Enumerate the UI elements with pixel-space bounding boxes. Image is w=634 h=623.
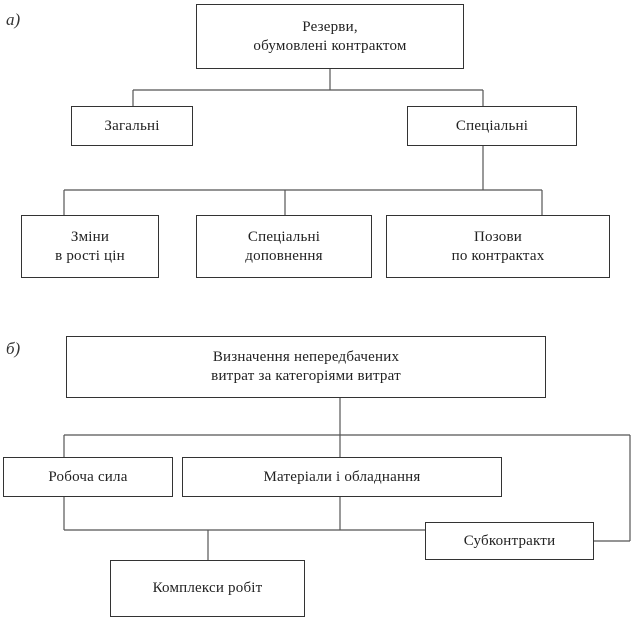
box-contingency-line2: витрат за категоріями витрат <box>211 368 401 384</box>
diagram-b-tag: б) <box>6 339 21 358</box>
box-subcontracts: Субконтракти <box>425 522 594 560</box>
box-price-changes-line1: Зміни <box>70 228 110 245</box>
box-contract-claims: Позови по контрактах <box>386 215 610 278</box>
box-price-changes-line2: в рості цін <box>55 247 125 264</box>
box-contract-claims-line2: по контрактах <box>451 247 545 264</box>
box-contract-reserves-line1: Резерви, <box>302 18 358 35</box>
box-subcontracts-label: Субконтракти <box>463 532 556 549</box>
box-materials-equipment-label: Матеріали і обладнання <box>263 468 421 485</box>
box-contract-reserves: Резерви, обумовлені контрактом <box>196 4 464 69</box>
box-special-additions-line1: Спеціальні <box>247 228 321 245</box>
box-special-additions: Спеціальні доповнення <box>196 215 372 278</box>
box-work-packages: Комплекси робіт <box>110 560 305 617</box>
box-price-changes: Зміни в рості цін <box>21 215 159 278</box>
box-contingency-by-category: Визначення непередбачених витрат за кате… <box>66 336 546 398</box>
box-materials-equipment: Матеріали і обладнання <box>182 457 502 497</box>
box-special-additions-line2: доповнення <box>245 247 323 264</box>
box-contract-claims-line1: Позови <box>474 228 522 245</box>
box-contract-reserves-line2: обумовлені контрактом <box>253 37 407 54</box>
diagram-a-tag: а) <box>6 10 21 29</box>
box-general-label: Загальні <box>104 117 160 134</box>
box-general: Загальні <box>71 106 193 146</box>
box-special-label: Спеціальні <box>455 117 529 134</box>
box-contingency-line1: Визначення непередбачених <box>212 349 400 365</box>
box-labor: Робоча сила <box>3 457 173 497</box>
box-special: Спеціальні <box>407 106 577 146</box>
box-work-packages-label: Комплекси робіт <box>152 580 263 596</box>
box-labor-label: Робоча сила <box>48 468 128 485</box>
